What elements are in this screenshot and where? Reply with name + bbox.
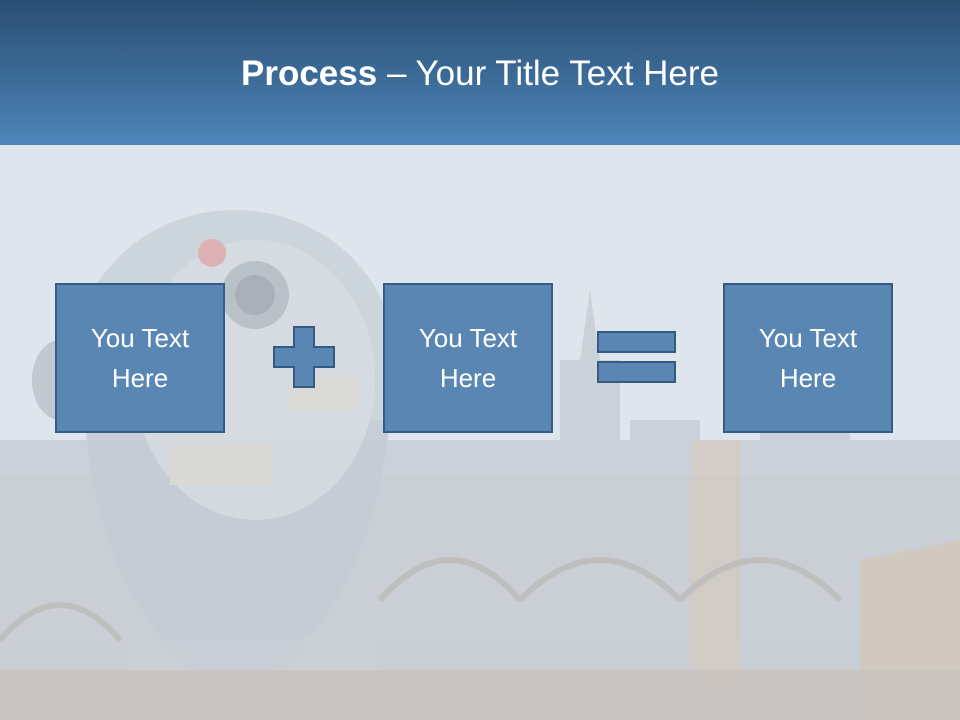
title-bar: Process – Your Title Text Here — [0, 0, 960, 145]
process-box-1[interactable]: You Text Here — [55, 283, 225, 433]
slide-title: Process – Your Title Text Here — [0, 52, 960, 96]
process-box-1-text: You Text Here — [90, 323, 190, 393]
title-bold-part: Process — [241, 54, 378, 93]
process-box-2-text: You Text Here — [418, 323, 518, 393]
title-separator: – — [377, 54, 416, 93]
process-box-3[interactable]: You Text Here — [723, 283, 893, 433]
process-box-3-text: You Text Here — [758, 323, 858, 393]
plus-sign-icon — [273, 326, 335, 388]
equals-sign-icon — [597, 331, 676, 383]
title-rest: Your Title Text Here — [415, 54, 720, 93]
process-box-2[interactable]: You Text Here — [383, 283, 553, 433]
